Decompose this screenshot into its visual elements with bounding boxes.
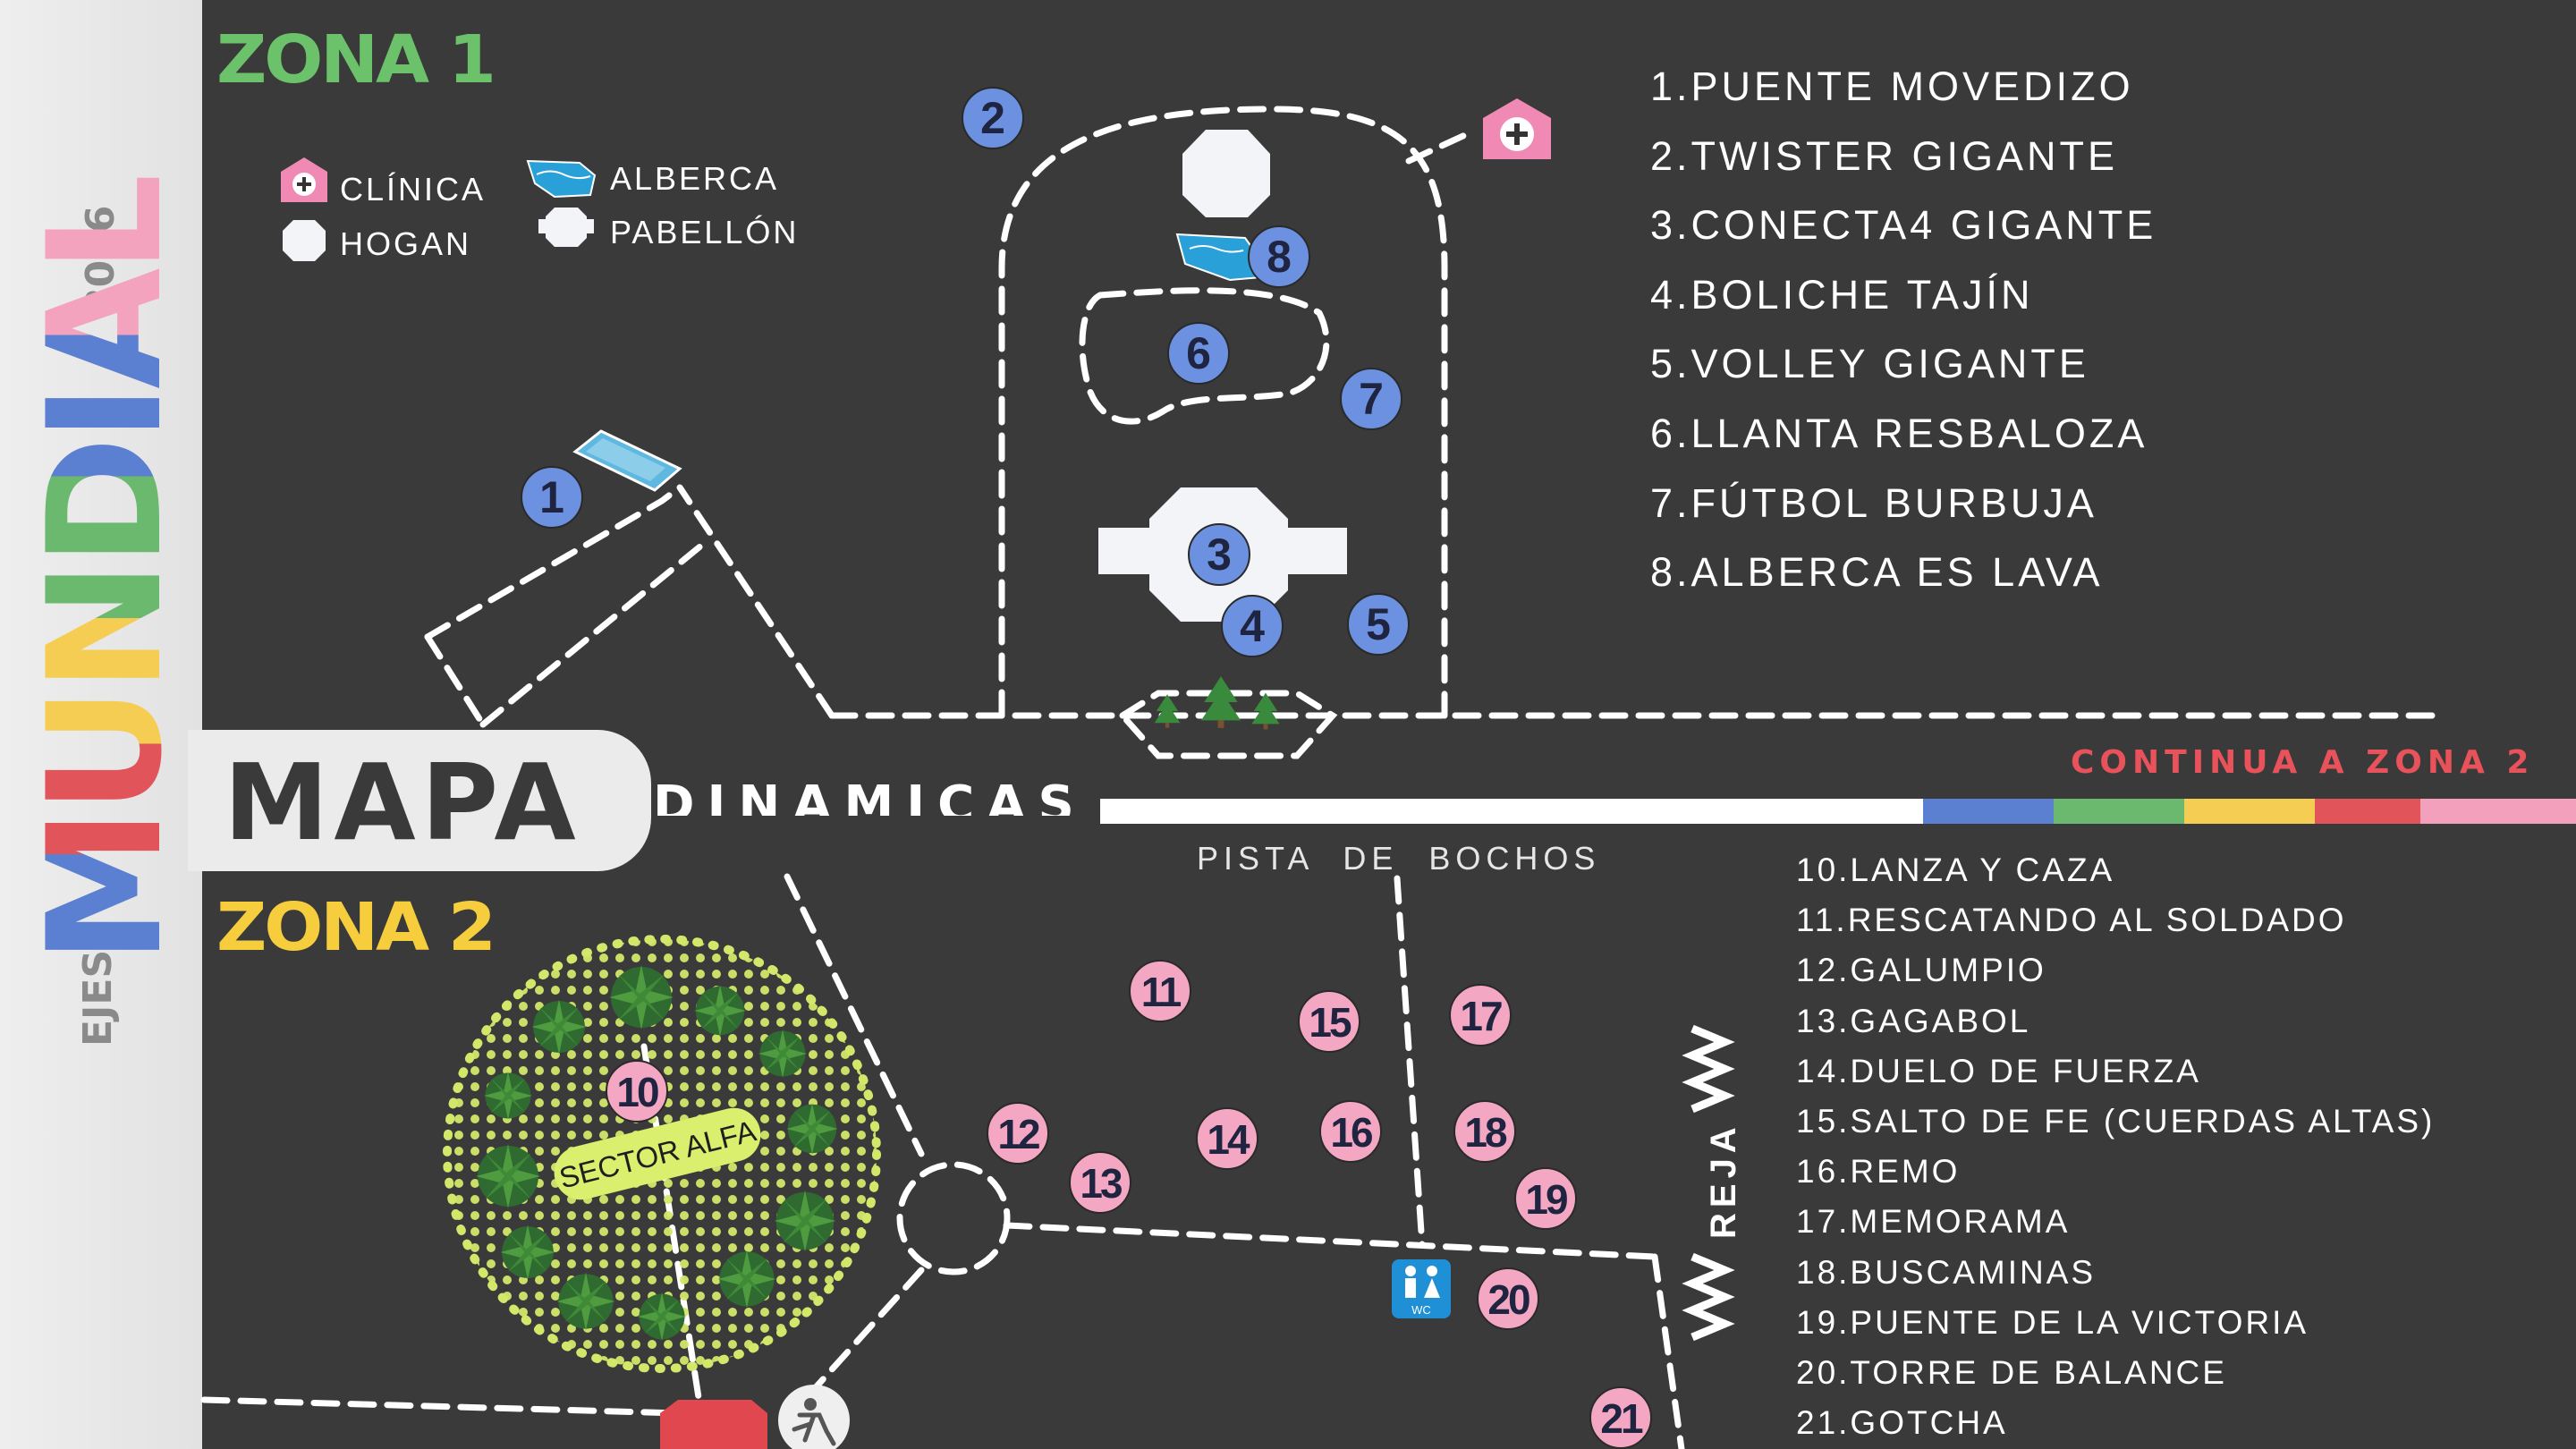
list-item: 8.ALBERCA ES LAVA (1650, 549, 2104, 596)
list-item: 17.MEMORAMA (1796, 1203, 2071, 1241)
list-item: 20.TORRE DE BALANCE (1796, 1353, 2227, 1391)
zone2-marker-14: 14 (1196, 1107, 1258, 1170)
zone1-marker-label: 8 (1267, 232, 1292, 282)
track-label: PISTA DE BOCHOS (1197, 840, 1601, 877)
zone2-marker-label: 14 (1207, 1116, 1250, 1163)
banner-stripe (1100, 799, 2576, 824)
zone2-marker-15: 15 (1298, 990, 1360, 1053)
svg-text:WC: WC (1411, 1303, 1431, 1317)
map-title: MAPA (224, 741, 581, 864)
zone2-marker-16: 16 (1319, 1100, 1382, 1163)
zone2-marker-10: 10 (606, 1060, 668, 1123)
svg-text:REJA: REJA (1704, 1122, 1743, 1239)
list-item: 6.LLANTA RESBALOZA (1650, 410, 2148, 456)
zone1-title: ZONA 1 (216, 21, 496, 98)
fence-reja: REJA (1682, 1024, 1743, 1342)
zone2-markers: 10 11 12 13 14 15 16 17 18 19 20 21 (606, 960, 1652, 1449)
zone1-marker-4: 4 (1221, 595, 1284, 657)
zone1-marker-6: 6 (1167, 322, 1230, 385)
zone1-markers: 1 2 34 5 6 7 8 (521, 87, 1410, 657)
continue-label: CONTINUA A ZONA 2 (2071, 744, 2535, 781)
zone2-marker-label: 10 (616, 1069, 658, 1115)
zone1-marker-label: 2 (980, 93, 1005, 143)
zone2-marker-12: 12 (987, 1102, 1049, 1165)
entrance-block (660, 1400, 767, 1449)
legend-pool: ALBERCA (610, 160, 780, 197)
legend-pavilion: PABELLÓN (610, 214, 800, 250)
pool-icon (526, 159, 597, 199)
list-item: 15.SALTO DE FE (CUERDAS ALTAS) (1796, 1102, 2436, 1140)
zone2-marker-label: 13 (1080, 1160, 1122, 1207)
hogan-building (1182, 130, 1270, 217)
zone2-marker-label: 12 (997, 1111, 1039, 1157)
list-item: 13.GAGABOL (1796, 1002, 2031, 1039)
zone2-marker-label: 15 (1309, 999, 1352, 1046)
zone2-marker-19: 19 (1514, 1167, 1577, 1230)
zone2-marker-label: 20 (1487, 1276, 1530, 1323)
list-item: 10.LANZA Y CAZA (1796, 852, 2115, 888)
zone1-marker-3: 3 (1188, 523, 1250, 586)
zone2-marker-label: 11 (1141, 969, 1182, 1015)
map-title-pill (188, 730, 651, 871)
clinic-icon (281, 157, 327, 202)
zone2-marker-17: 17 (1449, 984, 1512, 1046)
brand-vertical-title: 2026 MUNDIAL EJES (15, 177, 197, 1046)
zone2-marker-11: 11 (1129, 960, 1191, 1022)
zone2-marker-13: 13 (1069, 1151, 1131, 1214)
list-item: 2.TWISTER GIGANTE (1650, 132, 2119, 179)
list-item: 3.CONECTA4 GIGANTE (1650, 202, 2157, 249)
list-item: 19.PUENTE DE LA VICTORIA (1796, 1303, 2309, 1341)
list-item: 14.DUELO DE FUERZA (1796, 1052, 2201, 1089)
zone1-marker-label: 3 (1207, 530, 1232, 580)
list-item: 11.RESCATANDO AL SOLDADO (1796, 902, 2347, 939)
zone2-marker-label: 21 (1600, 1395, 1643, 1442)
list-item: 7.FÚTBOL BURBUJA (1650, 479, 2097, 526)
pavilion-icon (538, 208, 594, 247)
zone1-marker-8: 8 (1248, 225, 1310, 288)
list-item: 16.REMO (1796, 1153, 1961, 1191)
pool-icon (572, 429, 682, 492)
zone1-marker-1: 1 (521, 466, 583, 529)
wc-icon: WC (1392, 1259, 1451, 1318)
zone1-marker-label: 1 (539, 472, 564, 522)
dynamics-title: DINAMICAS (653, 780, 1087, 816)
legend-hogan: HOGAN (340, 225, 472, 262)
zone2-marker-18: 18 (1453, 1100, 1516, 1163)
brand-prefix: EJES (75, 950, 121, 1046)
list-item: 5.VOLLEY GIGANTE (1650, 341, 2089, 387)
list-item: 21.GOTCHA (1796, 1404, 2008, 1442)
list-item: 4.BOLICHE TAJÍN (1650, 271, 2034, 318)
zone2-activity-list: 10.LANZA Y CAZA 11.RESCATANDO AL SOLDADO… (1796, 853, 2435, 1449)
zone1-marker-label: 5 (1366, 599, 1391, 649)
zone1-marker-7: 7 (1340, 368, 1402, 430)
zone1-marker-5: 5 (1347, 593, 1410, 656)
zone2-marker-21: 21 (1589, 1386, 1652, 1449)
clinic-icon (1483, 98, 1551, 159)
legend-clinic: CLÍNICA (340, 171, 487, 208)
zone1-paths (424, 106, 2436, 759)
zone1-marker-label: 4 (1240, 601, 1265, 651)
list-item: 12.GALUMPIO (1796, 952, 2046, 989)
tree-icon (1154, 676, 1280, 730)
hogan-icon (283, 220, 326, 261)
zone2-marker-20: 20 (1477, 1267, 1539, 1330)
zone1-activity-list: 1.PUENTE MOVEDIZO 2.TWISTER GIGANTE 3.CO… (1650, 66, 2157, 622)
list-item: 1.PUENTE MOVEDIZO (1650, 64, 2134, 109)
list-item: 18.BUSCAMINAS (1796, 1253, 2097, 1291)
zone1-marker-label: 7 (1359, 374, 1384, 424)
brand-sidebar: 2026 MUNDIAL EJES (0, 0, 202, 1449)
zone2-marker-label: 16 (1330, 1109, 1372, 1156)
brand-year: 2026 (78, 206, 123, 315)
zone2-marker-label: 19 (1525, 1176, 1567, 1223)
zone2-title: ZONA 2 (216, 889, 496, 966)
rescue-icon (778, 1385, 850, 1449)
brand-main: MUNDIAL (15, 177, 197, 964)
zone1-marker-2: 2 (962, 87, 1024, 149)
zone1-marker-label: 6 (1186, 328, 1211, 378)
zone2-marker-label: 18 (1464, 1109, 1507, 1156)
sector-alfa-label: SECTOR ALFA (554, 1107, 761, 1200)
zone2-marker-label: 17 (1460, 993, 1502, 1039)
